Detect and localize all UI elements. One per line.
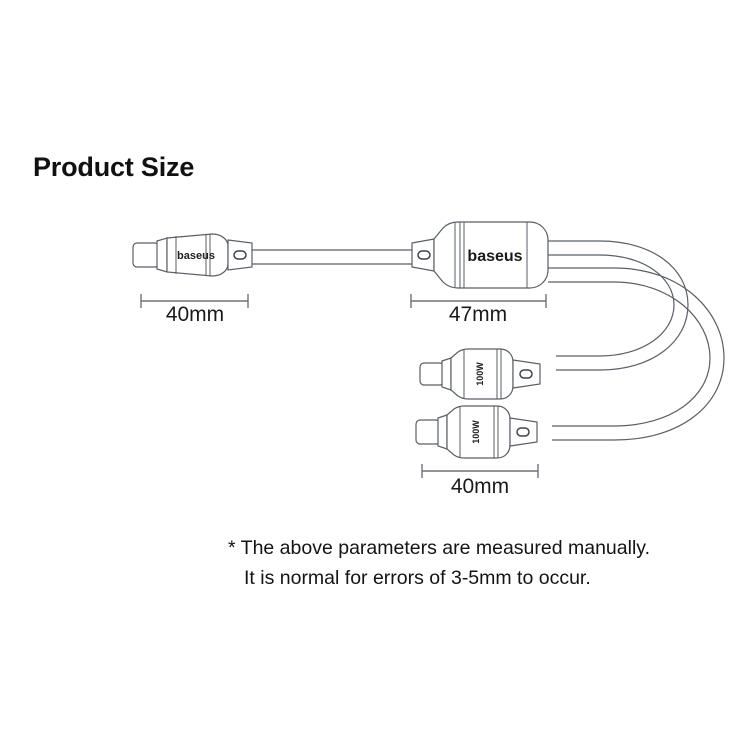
dimension-line-hub — [410, 294, 547, 308]
input-connector-wordmark: baseus — [177, 250, 215, 262]
dimension-line-output — [421, 464, 539, 478]
cable-paths — [252, 240, 725, 441]
output-connector-upper-wattage: 100W — [475, 362, 485, 386]
output-connector-lower-wattage: 100W — [471, 420, 481, 444]
footnote-line-2: It is normal for errors of 3-5mm to occu… — [244, 567, 591, 589]
input-connector: baseus — [132, 233, 253, 277]
dimension-label-output: 40mm — [450, 475, 510, 498]
dimension-lines — [140, 294, 547, 478]
footnote: * The above parameters are measured manu… — [228, 533, 650, 593]
output-connector-upper: 100W — [419, 348, 541, 400]
hub-connector: baseus — [411, 221, 549, 289]
dimension-line-input — [140, 294, 249, 308]
page-title: Product Size — [33, 152, 195, 182]
dimension-label-input: 40mm — [165, 303, 225, 326]
footnote-line-1: * The above parameters are measured manu… — [228, 537, 651, 559]
hub-connector-wordmark: baseus — [467, 248, 522, 265]
output-connector-lower: 100W — [415, 405, 538, 459]
dimension-label-hub: 47mm — [448, 303, 508, 326]
